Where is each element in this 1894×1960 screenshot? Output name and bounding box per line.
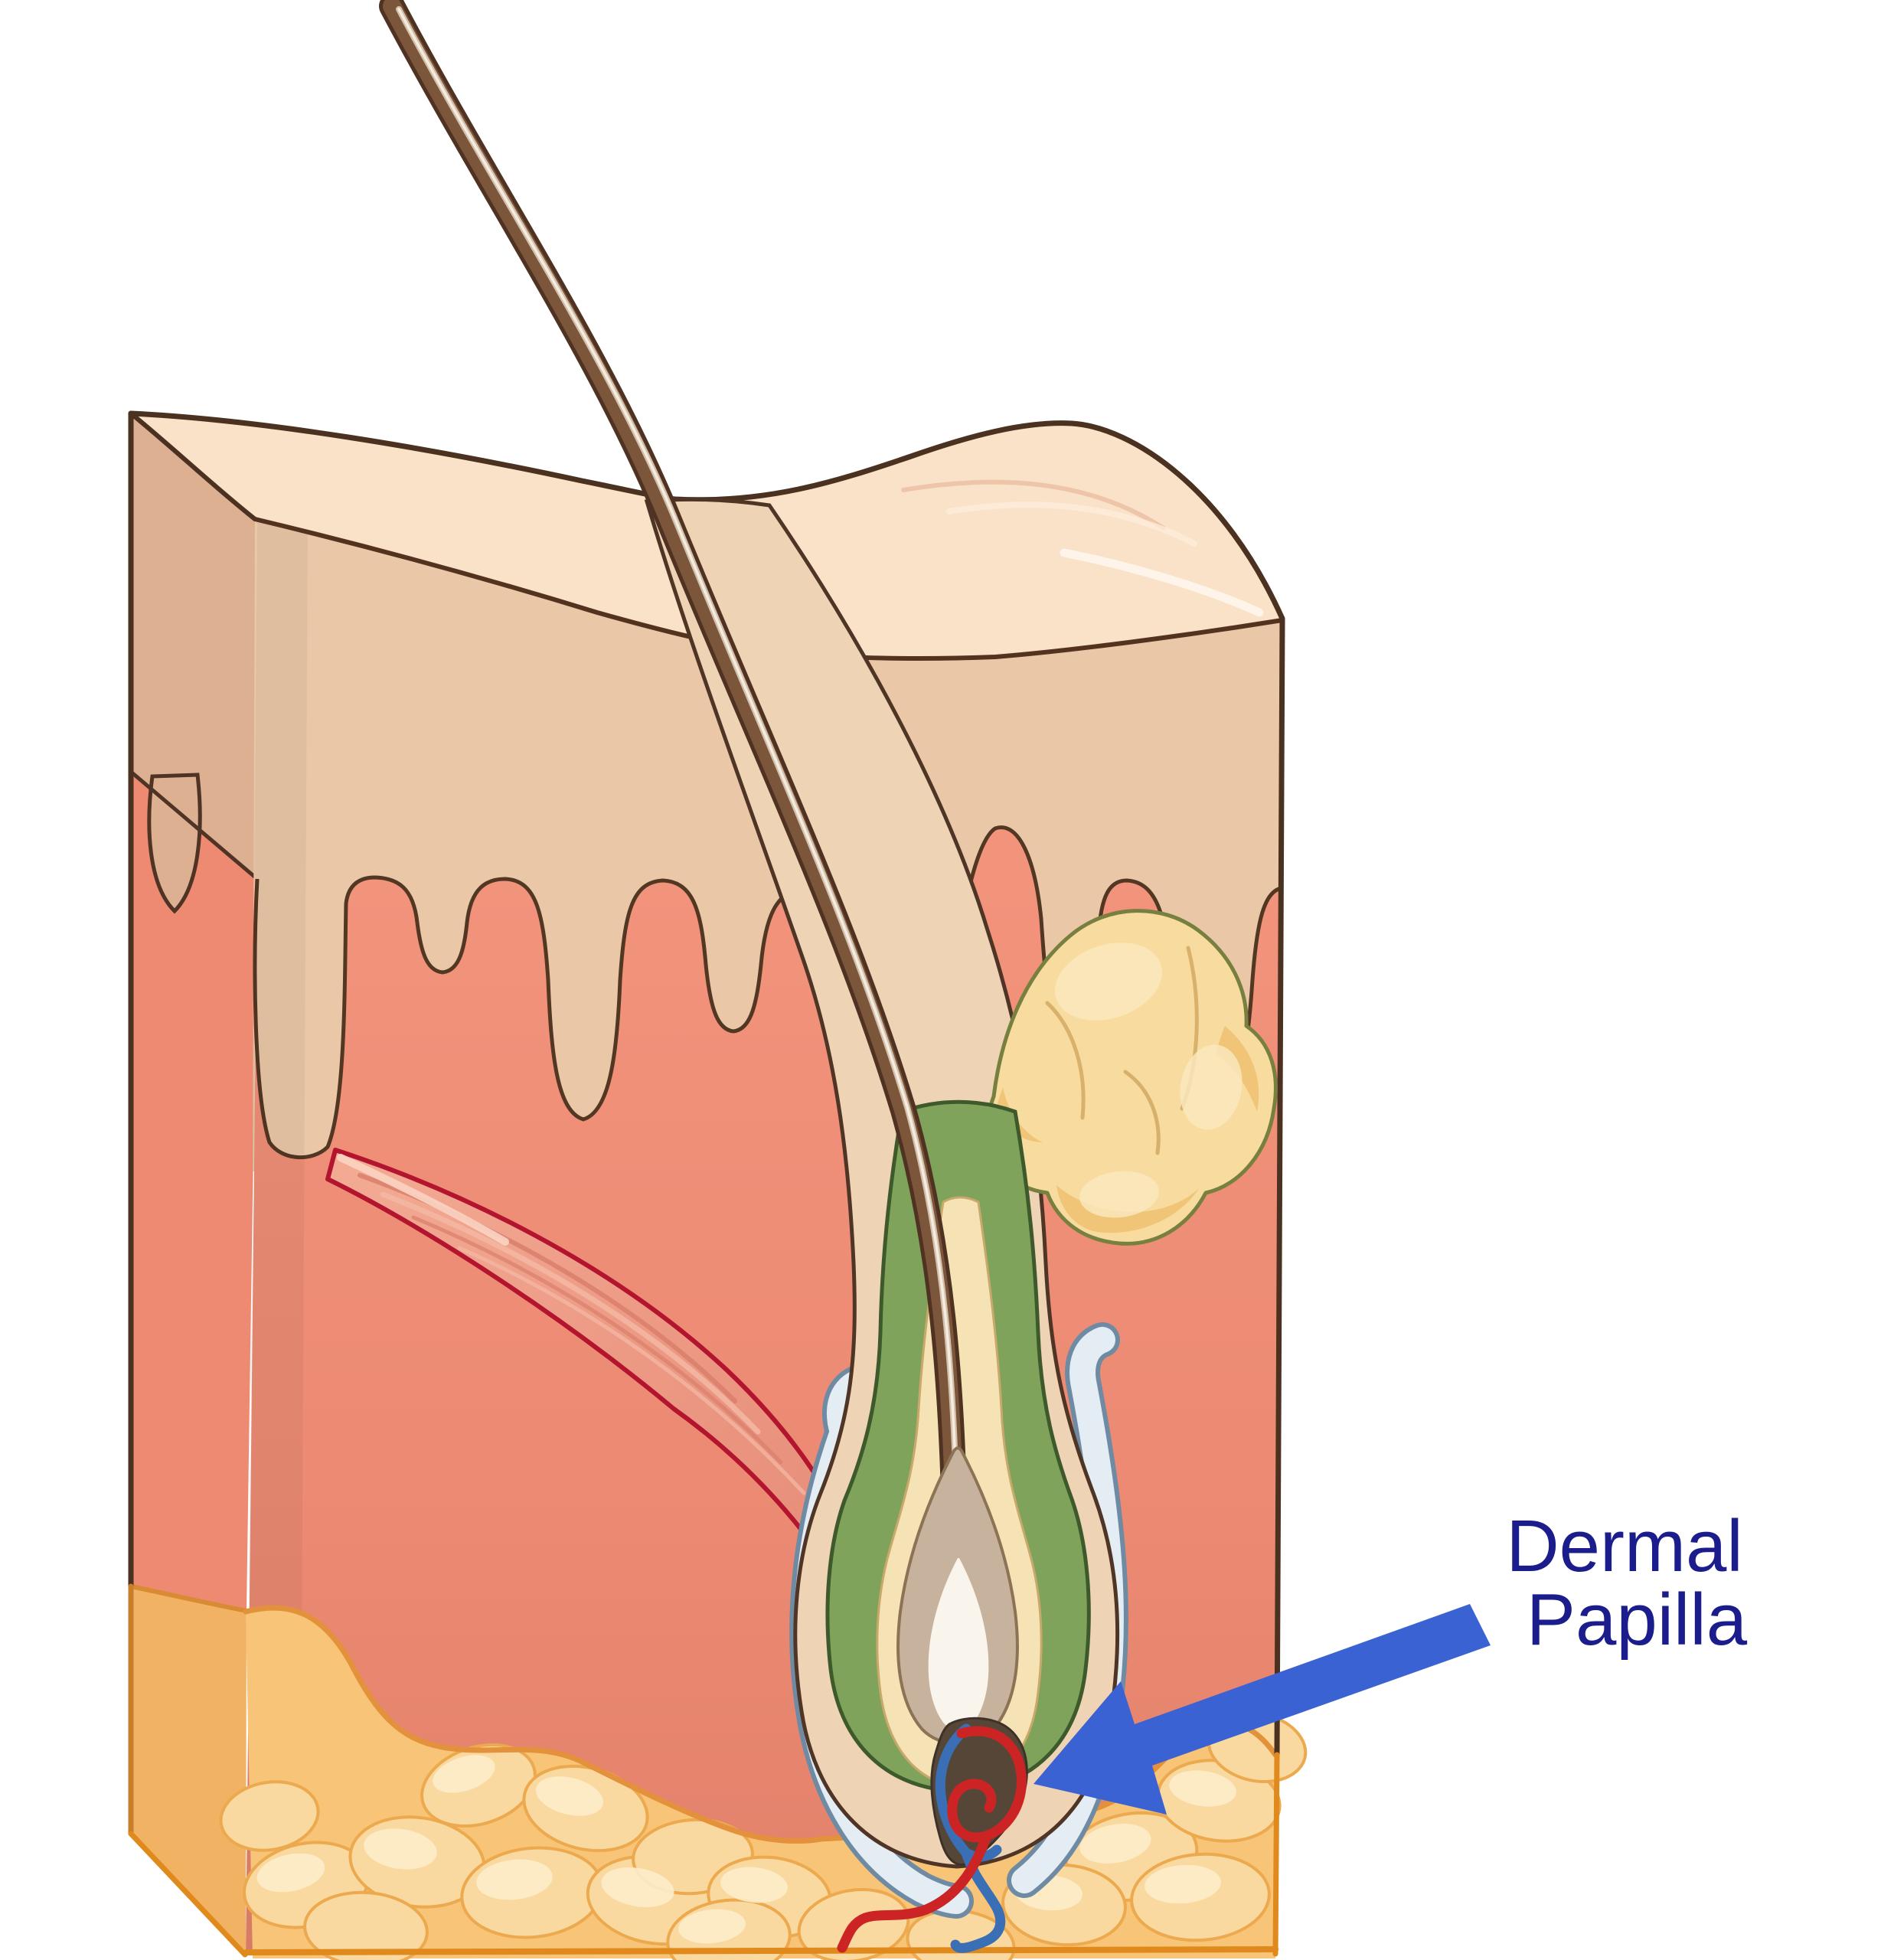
surface-highlight (946, 501, 1197, 547)
dermal-papilla (837, 1717, 1028, 1953)
fat-side (131, 1586, 247, 1955)
hair-shaft (379, 0, 968, 1590)
side-rete-line (129, 770, 259, 880)
surface-crease (901, 479, 1166, 531)
side-fat-line (130, 1584, 247, 1613)
dermis-side (131, 772, 257, 1611)
label-line-1: Dermal (1506, 1505, 1742, 1587)
arrector-pili-muscle (325, 1148, 866, 1595)
fat-lobule-highlights (256, 1755, 1236, 1944)
left-side-face (129, 413, 259, 1955)
germinal-matrix (928, 1558, 989, 1732)
inner-corner-shadow (246, 519, 308, 1955)
hair-bulb (896, 1446, 1019, 1746)
label-line-2: Papilla (1527, 1579, 1748, 1661)
surface-highlight (1060, 548, 1264, 617)
papilla-artery (837, 1726, 1027, 1953)
epidermis-side-ridge (147, 773, 202, 914)
pointer-arrow-icon (1034, 1604, 1491, 1815)
rete-ridge-outline (253, 875, 841, 1159)
skin-block (128, 0, 1308, 1960)
sebaceous-gland (985, 909, 1278, 1246)
block-outlines (128, 410, 1285, 1958)
dermal-papilla-label: Dermal Papilla (1506, 1505, 1747, 1661)
annotation: Dermal Papilla (1034, 1505, 1748, 1815)
epidermis-side (131, 413, 257, 879)
